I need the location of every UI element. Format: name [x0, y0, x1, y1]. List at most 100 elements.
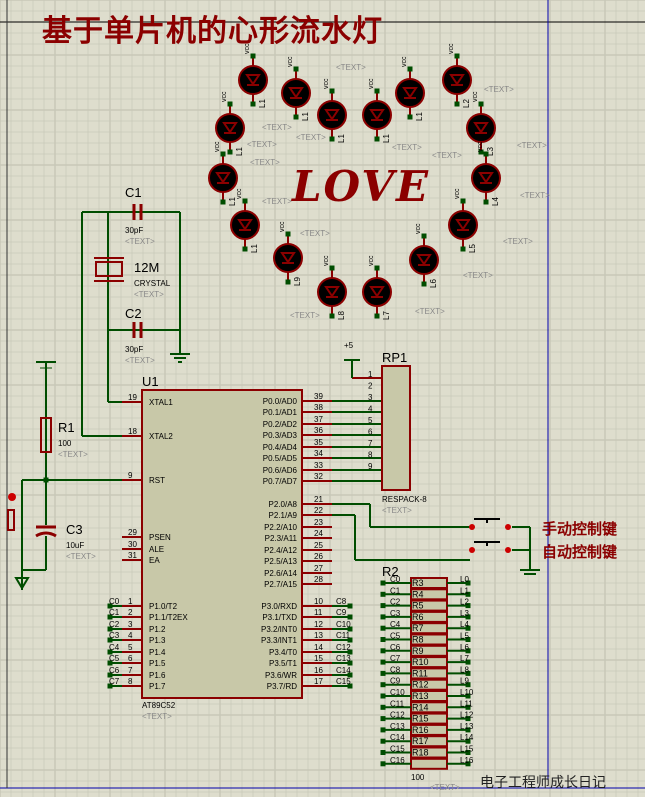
- text-placeholder: <TEXT>: [290, 311, 320, 320]
- led-diode-icon: [395, 78, 425, 108]
- manual-control-label: 手动控制键: [542, 520, 618, 538]
- wire-junction: [347, 626, 353, 632]
- rp1-pin-number: 2: [368, 382, 373, 391]
- net-label: C12: [390, 711, 405, 720]
- button-contact-icon: [469, 524, 475, 530]
- net-label: C8: [336, 597, 347, 606]
- led-diode-icon: [362, 100, 392, 130]
- net-label: C3: [390, 609, 401, 618]
- diode-symbol-icon: [402, 87, 418, 99]
- led-ref-label: L6: [429, 279, 438, 288]
- led-vcc-label: vcc: [236, 188, 243, 199]
- wire-junction: [380, 670, 386, 676]
- u1-pin-name: XTAL1: [149, 398, 173, 407]
- u1-body: [141, 389, 303, 699]
- wire-junction: [460, 198, 466, 204]
- rp1-value: RESPACK-8: [382, 495, 427, 504]
- led-vcc-label: vcc: [454, 188, 461, 199]
- net-label: C10: [390, 688, 405, 697]
- led-ref-label: L1: [250, 244, 259, 253]
- led-ref-label: L9: [293, 277, 302, 286]
- net-label: L8: [460, 665, 469, 674]
- r2-resistor-ref: R7: [412, 623, 424, 633]
- text-placeholder: <TEXT>: [66, 552, 96, 561]
- net-label: C4: [390, 620, 401, 629]
- u1-pin-number: 24: [314, 529, 323, 538]
- net-label: L4: [460, 620, 469, 629]
- text-placeholder: <TEXT>: [250, 158, 280, 167]
- wire-junction: [465, 761, 471, 767]
- diode-symbol-icon: [478, 172, 494, 184]
- u1-chip: [141, 389, 303, 699]
- u1-pin-name: P2.2/A10: [264, 523, 297, 532]
- wire-junction: [465, 716, 471, 722]
- wire-junction: [220, 151, 226, 157]
- led-vcc-label: vcc: [448, 43, 455, 54]
- u1-part: AT89C52: [142, 701, 176, 710]
- u1-pin-number: 36: [314, 426, 323, 435]
- u1-pin-number: 35: [314, 438, 323, 447]
- wire-junction: [329, 136, 335, 142]
- net-label: L3: [460, 609, 469, 618]
- diode-symbol-icon: [369, 286, 385, 298]
- u1-pin-number: 37: [314, 415, 323, 424]
- u1-pin-name: P1.5: [149, 659, 166, 668]
- wire-junction: [465, 670, 471, 676]
- c1-value: 30pF: [125, 226, 143, 235]
- wire-junction: [107, 603, 113, 609]
- text-placeholder: <TEXT>: [58, 450, 88, 459]
- text-placeholder: <TEXT>: [484, 85, 514, 94]
- text-placeholder: <TEXT>: [142, 712, 172, 721]
- net-label: C2: [109, 620, 120, 629]
- net-label: C13: [390, 722, 405, 731]
- u1-pin-name: P1.0/T2: [149, 602, 178, 611]
- u1-pin-number: 12: [314, 620, 323, 629]
- text-placeholder: <TEXT>: [463, 271, 493, 280]
- r2-resistor-ref: R14: [412, 702, 429, 712]
- text-placeholder: <TEXT>: [300, 229, 330, 238]
- led-ref-label: L1: [301, 112, 310, 121]
- c3-ref: C3: [66, 522, 83, 537]
- wire-junction: [347, 683, 353, 689]
- diode-symbol-icon: [245, 74, 261, 86]
- wire-junction: [107, 626, 113, 632]
- u1-pin-name: P1.4: [149, 648, 166, 657]
- led-diode-icon: [409, 245, 439, 275]
- led-ref-label: L2: [462, 99, 471, 108]
- led-diode-icon: [442, 65, 472, 95]
- text-placeholder: <TEXT>: [134, 290, 164, 299]
- wire-junction: [242, 198, 248, 204]
- r2-resistor-ref: R10: [412, 657, 429, 667]
- rp1-ref: RP1: [382, 350, 407, 365]
- led-vcc-label: vcc: [477, 141, 484, 152]
- u1-pin-number: 10: [314, 597, 323, 606]
- reset-button-indicator-icon: [8, 493, 16, 501]
- control-button-0[interactable]: [469, 518, 511, 530]
- u1-pin-name: PSEN: [149, 533, 171, 542]
- wire-junction: [380, 727, 386, 733]
- wire-junction: [460, 246, 466, 252]
- net-label: C6: [109, 666, 120, 675]
- u1-pin-number: 9: [128, 471, 133, 480]
- wire-junction: [380, 693, 386, 699]
- u1-pin-name: P3.1/TXD: [262, 613, 297, 622]
- wire-junction: [374, 313, 380, 319]
- r2-resistor-ref: R4: [412, 589, 424, 599]
- net-label: C10: [336, 620, 351, 629]
- u1-pin-number: 6: [128, 654, 133, 663]
- button-contact-icon: [505, 524, 511, 530]
- r2-resistor-ref: R9: [412, 646, 424, 656]
- diode-symbol-icon: [222, 122, 238, 134]
- net-label: C7: [109, 677, 120, 686]
- wire-junction: [347, 660, 353, 666]
- net-label: C14: [336, 666, 351, 675]
- control-button-1[interactable]: [469, 541, 511, 553]
- u1-pin-number: 1: [128, 597, 133, 606]
- wire-junction: [465, 750, 471, 755]
- crystal-ref: 12M: [134, 260, 159, 275]
- crystal-value: CRYSTAL: [134, 279, 171, 288]
- r2-resistor: [410, 757, 448, 770]
- wire-junction: [220, 199, 226, 205]
- wire-junction: [107, 660, 113, 666]
